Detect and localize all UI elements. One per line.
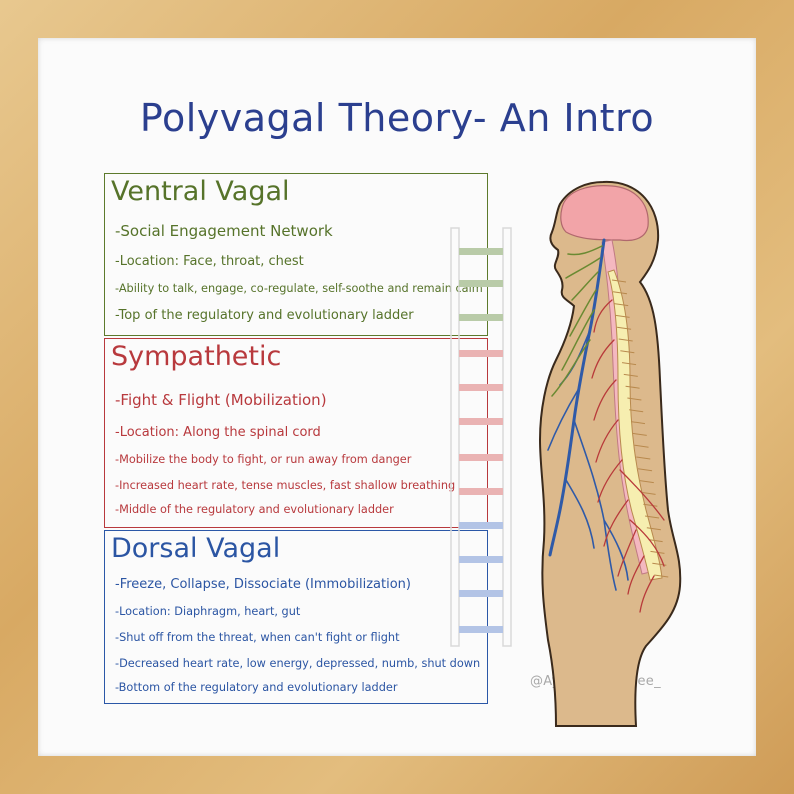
sympathetic-nerve-branches xyxy=(591,299,665,613)
sympathetic-item: -Middle of the regulatory and evolutiona… xyxy=(115,503,394,516)
ladder-rail-right xyxy=(502,227,512,647)
vertebra-line xyxy=(641,491,656,495)
vertebral-column xyxy=(607,269,663,581)
ladder-rung xyxy=(459,314,503,321)
ventral-item: -Top of the regulatory and evolutionary … xyxy=(115,308,414,323)
dorsal-item: -Shut off from the threat, when can't fi… xyxy=(115,631,400,644)
sympathetic-item: -Location: Along the spinal cord xyxy=(115,425,321,440)
vertebra-line xyxy=(621,362,637,366)
vertebra-line xyxy=(654,574,669,578)
dorsal-item: -Bottom of the regulatory and evolutiona… xyxy=(115,681,398,694)
ladder-rung xyxy=(459,556,503,563)
vertebra-line xyxy=(623,373,638,377)
brain-shape xyxy=(560,185,649,242)
vertebra-line xyxy=(634,444,649,448)
vertebra-line xyxy=(629,409,644,413)
ladder-rung xyxy=(459,488,503,495)
dorsal-vagal-box: Dorsal Vagal -Freeze, Collapse, Dissocia… xyxy=(104,530,488,704)
sympathetic-box: Sympathetic -Fight & Flight (Mobilizatio… xyxy=(104,338,488,528)
vertebra-line xyxy=(648,539,663,543)
sympathetic-heading: Sympathetic xyxy=(111,341,282,372)
sympathetic-item: -Fight & Flight (Mobilization) xyxy=(115,391,327,409)
ladder-rungs xyxy=(459,248,503,633)
vertebra-line xyxy=(643,503,658,507)
dorsal-item: -Decreased heart rate, low energy, depre… xyxy=(115,657,481,670)
vertebra-line xyxy=(637,468,653,472)
vertebra-line xyxy=(612,291,628,295)
ladder-rung xyxy=(459,522,503,529)
ladder-rung xyxy=(459,384,503,391)
ladder-rung xyxy=(459,626,503,633)
vertebrae xyxy=(611,279,669,578)
ladder-rung xyxy=(459,248,503,255)
ventral-item: -Social Engagement Network xyxy=(115,222,333,240)
dorsal-item: -Freeze, Collapse, Dissociate (Immobiliz… xyxy=(115,577,411,592)
ladder-rung xyxy=(459,280,503,287)
vertebra-line xyxy=(639,480,654,484)
vertebra-line xyxy=(630,421,646,425)
vertebra-line xyxy=(614,303,629,307)
vertebra-line xyxy=(632,432,647,436)
ventral-vagal-heading: Ventral Vagal xyxy=(111,176,290,207)
vertebra-line xyxy=(611,279,627,283)
sympathetic-item: -Mobilize the body to fight, or run away… xyxy=(115,453,412,466)
vertebra-line xyxy=(645,515,660,519)
vertebra-line xyxy=(617,326,632,330)
human-figure xyxy=(538,180,682,727)
vertebra-line xyxy=(625,385,640,389)
ladder-rail-left xyxy=(450,227,460,647)
ladder-illustration xyxy=(450,227,512,647)
ventral-item: -Location: Face, throat, chest xyxy=(115,254,304,269)
vertebra-line xyxy=(627,397,642,401)
ventral-vagal-box: Ventral Vagal -Social Engagement Network… xyxy=(104,173,488,336)
dorsal-vagal-heading: Dorsal Vagal xyxy=(111,533,281,564)
vertebra-line xyxy=(646,527,661,531)
body-silhouette xyxy=(538,180,682,727)
vertebra-line xyxy=(615,314,630,318)
sympathetic-item: -Increased heart rate, tense muscles, fa… xyxy=(115,479,456,492)
page-title: Polyvagal Theory- An Intro xyxy=(139,96,655,140)
ladder-rung xyxy=(459,590,503,597)
ladder-rung xyxy=(459,418,503,425)
ventral-item: -Ability to talk, engage, co-regulate, s… xyxy=(115,282,483,295)
dorsal-item: -Location: Diaphragm, heart, gut xyxy=(115,605,301,618)
vertebra-line xyxy=(618,338,633,342)
vertebra-line xyxy=(620,350,635,354)
ladder-rung xyxy=(459,454,503,461)
ventral-nerve-branches xyxy=(551,245,603,397)
vertebra-line xyxy=(636,456,651,460)
ladder-rung xyxy=(459,350,503,357)
